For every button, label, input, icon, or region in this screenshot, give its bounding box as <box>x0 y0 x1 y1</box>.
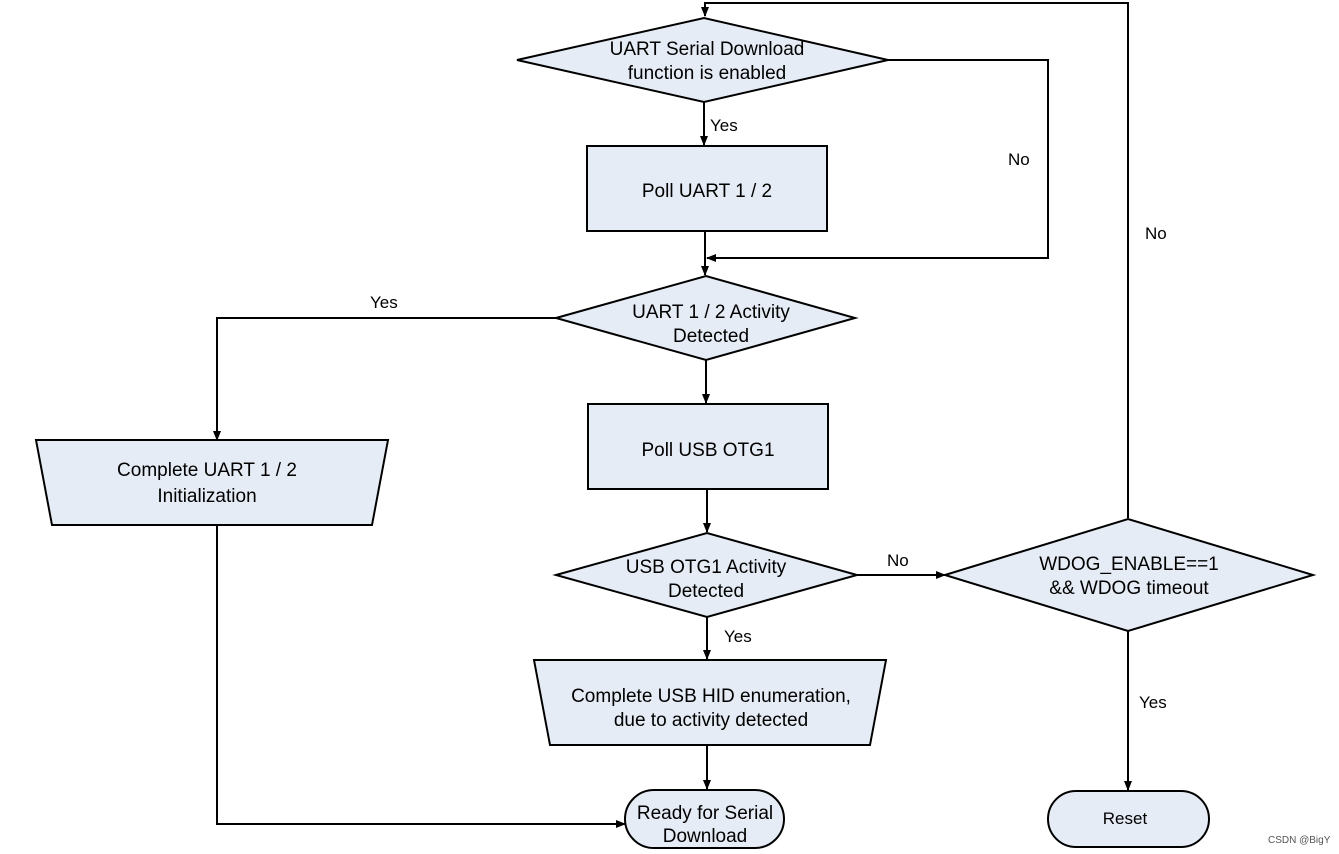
decision-uart-enabled: UART Serial Download function is enabled <box>516 16 889 104</box>
terminal-reset: Reset <box>1047 790 1210 848</box>
process-poll-uart-label: Poll UART 1 / 2 <box>642 181 772 202</box>
label-usb-activity-yes: Yes <box>724 627 752 646</box>
edge-uart-init-to-ready <box>216 525 626 828</box>
terminal-ready-line2: Download <box>663 826 748 847</box>
edge-wdog-no-loop <box>701 2 1129 518</box>
process-poll-usb-label: Poll USB OTG1 <box>641 440 774 461</box>
decision-uart-enabled-line1: UART Serial Download <box>610 39 805 60</box>
label-uart-enabled-no: No <box>1008 150 1030 169</box>
label-usb-activity-no: No <box>887 551 909 570</box>
process-uart-init-line2: Initialization <box>157 486 256 507</box>
decision-uart-activity: UART 1 / 2 Activity Detected <box>552 274 859 362</box>
process-poll-uart: Poll UART 1 / 2 <box>586 145 828 232</box>
label-uart-activity-yes: Yes <box>370 293 398 312</box>
process-uart-init-line1: Complete UART 1 / 2 <box>117 460 297 481</box>
edge-uart-enabled-no <box>706 59 1049 262</box>
terminal-reset-label: Reset <box>1103 809 1148 828</box>
watermark: CSDN @BigY <box>1268 835 1331 846</box>
decision-usb-activity-line2: Detected <box>668 581 744 602</box>
process-uart-init: Complete UART 1 / 2 Initialization <box>34 439 390 526</box>
process-usb-hid-line1: Complete USB HID enumeration, <box>571 686 851 707</box>
terminal-ready-line1: Ready for Serial <box>637 803 773 824</box>
label-wdog-yes: Yes <box>1139 693 1167 712</box>
decision-uart-activity-line1: UART 1 / 2 Activity <box>632 302 790 323</box>
edge-labels: Yes No No Yes No Yes Yes <box>370 116 1167 712</box>
decision-uart-activity-line2: Detected <box>673 326 749 347</box>
edge-uart-activity-yes <box>213 317 556 441</box>
label-wdog-no: No <box>1145 224 1167 243</box>
terminal-ready: Ready for Serial Download <box>624 789 785 849</box>
decision-usb-activity: USB OTG1 Activity Detected <box>552 531 861 619</box>
process-usb-hid: Complete USB HID enumeration, due to act… <box>532 659 888 746</box>
label-uart-enabled-yes: Yes <box>710 116 738 135</box>
decision-uart-enabled-line2: function is enabled <box>628 63 786 84</box>
decision-wdog-line2: && WDOG timeout <box>1049 578 1209 599</box>
connectors <box>213 2 1132 828</box>
process-poll-usb: Poll USB OTG1 <box>587 403 829 490</box>
decision-usb-activity-line1: USB OTG1 Activity <box>626 557 787 578</box>
decision-wdog: WDOG_ENABLE==1 && WDOG timeout <box>941 517 1317 633</box>
process-usb-hid-line2: due to activity detected <box>614 710 808 731</box>
decision-wdog-line1: WDOG_ENABLE==1 <box>1039 554 1219 575</box>
